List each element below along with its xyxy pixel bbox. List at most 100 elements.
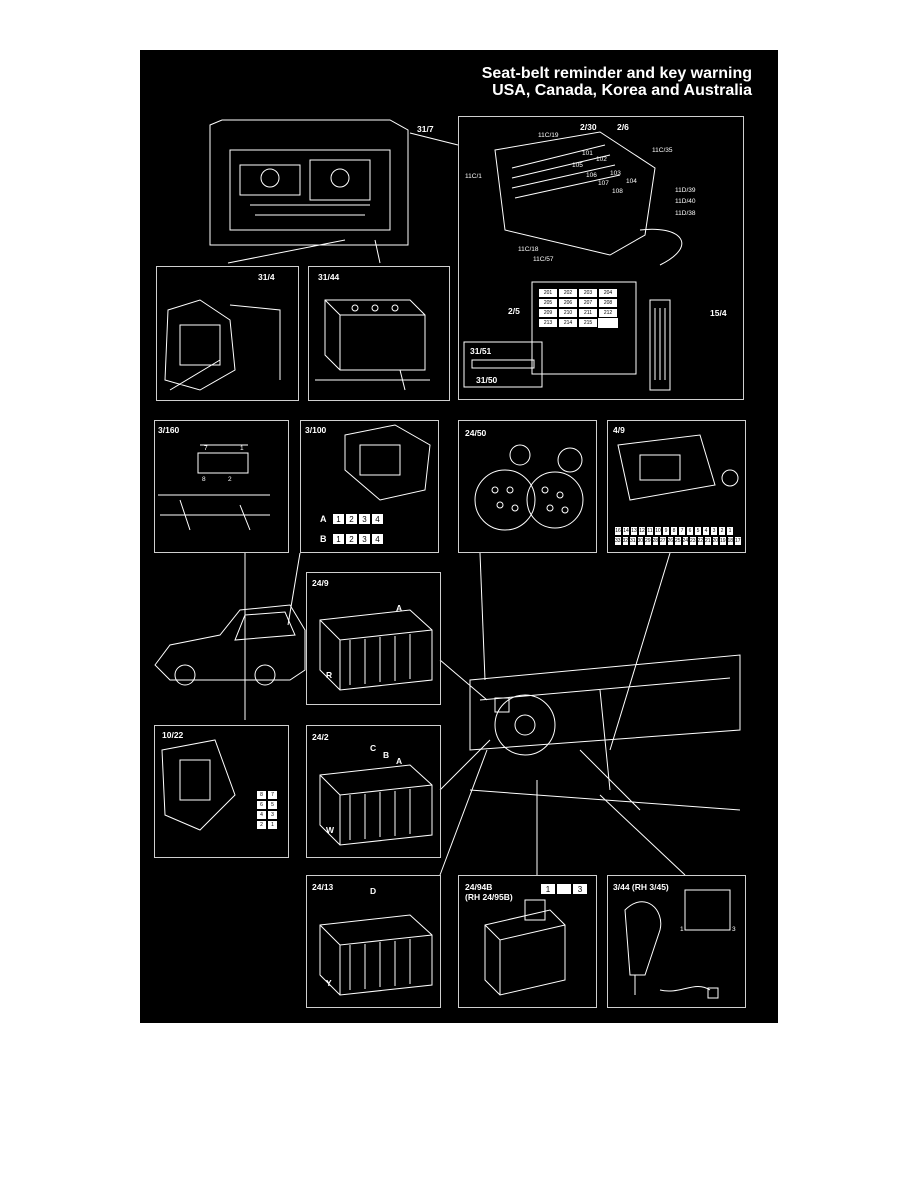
pin-cell: 8 bbox=[670, 526, 678, 536]
leader-dash-3-44 bbox=[599, 794, 686, 876]
letter-d: D bbox=[370, 886, 377, 896]
ref-3-160: 3/160 bbox=[158, 425, 180, 435]
letter-a: A bbox=[396, 603, 403, 613]
ref-31-7: 31/7 bbox=[417, 124, 434, 134]
pin-cell: 4 bbox=[256, 810, 267, 820]
ref-24-94b: 24/94B bbox=[465, 882, 493, 892]
pin-3-44-3: 3 bbox=[732, 926, 736, 933]
ref-24-9: 24/9 bbox=[312, 578, 329, 588]
fuse-cell: 205 bbox=[538, 298, 558, 308]
pin-8: 8 bbox=[202, 476, 206, 483]
pin-cell: 31 bbox=[629, 536, 637, 546]
pin-cell: 32 bbox=[621, 536, 629, 546]
relay-103: 103 bbox=[610, 170, 621, 177]
ref-11c-19: 11C/19 bbox=[538, 132, 559, 139]
pin-cell: 29 bbox=[644, 536, 652, 546]
fuse-cell: 215 bbox=[578, 318, 598, 328]
relay-108: 108 bbox=[612, 188, 623, 195]
fuse-cell: 207 bbox=[578, 298, 598, 308]
pin-cell: 24 bbox=[681, 536, 689, 546]
fuse-cell: 203 bbox=[578, 288, 598, 298]
ref-31-50: 31/50 bbox=[476, 375, 498, 385]
letter-y: Y bbox=[326, 978, 332, 988]
pin-cell: 7 bbox=[267, 790, 278, 800]
ref-4-9: 4/9 bbox=[613, 425, 625, 435]
diagram-subtitle: USA, Canada, Korea and Australia bbox=[492, 82, 752, 99]
pin-cell: 7 bbox=[678, 526, 686, 536]
fuse-cell: 211 bbox=[578, 308, 598, 318]
pin-b-3: 3 bbox=[358, 533, 371, 545]
relay-105: 105 bbox=[572, 162, 583, 169]
ref-11d-39: 11D/39 bbox=[675, 187, 696, 194]
relay-106: 106 bbox=[586, 172, 597, 179]
ref-31-44: 31/44 bbox=[318, 272, 340, 282]
leader-dash-24-13 bbox=[439, 749, 488, 876]
fuse-cell: 213 bbox=[538, 318, 558, 328]
pin-cell: 5 bbox=[267, 800, 278, 810]
leader-dash-24-2 bbox=[439, 739, 491, 791]
leader-engine-31-4 bbox=[227, 239, 346, 264]
panel-24-94b bbox=[458, 875, 597, 1008]
ref-2-5: 2/5 bbox=[508, 306, 520, 316]
ref-24-50: 24/50 bbox=[465, 428, 487, 438]
diagram-title: Seat-belt reminder and key warning bbox=[481, 65, 752, 82]
pin-a-1: 1 bbox=[332, 513, 345, 525]
pin-7: 7 bbox=[204, 445, 208, 452]
car-illustration bbox=[154, 604, 306, 686]
ref-11c-1: 11C/1 bbox=[465, 173, 482, 180]
ref-10-22: 10/22 bbox=[162, 730, 184, 740]
ref-31-51: 31/51 bbox=[470, 346, 492, 356]
engine-bay-illustration bbox=[209, 119, 409, 246]
pin-a-2: 2 bbox=[345, 513, 358, 525]
pin-cell: 10 bbox=[654, 526, 662, 536]
relay-107: 107 bbox=[598, 180, 609, 187]
panel-24-9 bbox=[306, 572, 441, 705]
pin-b-4: 4 bbox=[371, 533, 384, 545]
pin-cell: 1 bbox=[726, 526, 734, 536]
pin-cell: 19 bbox=[719, 536, 727, 546]
panel-10-22 bbox=[154, 725, 289, 858]
leader-engine-fusebox bbox=[409, 132, 459, 146]
fuse-cell: 201 bbox=[538, 288, 558, 298]
pin-cell: 13 bbox=[630, 526, 638, 536]
dashboard-illustration bbox=[469, 654, 741, 811]
letter-r: R bbox=[326, 670, 333, 680]
panel-3-100 bbox=[300, 420, 439, 553]
row-a-label: A bbox=[320, 514, 327, 524]
row-b-label: B bbox=[320, 534, 327, 544]
ref-15-4: 15/4 bbox=[710, 308, 727, 318]
ref-24-95b: (RH 24/95B) bbox=[465, 892, 513, 902]
ref-3-44: 3/44 (RH 3/45) bbox=[613, 882, 669, 892]
diagram-sheet: Seat-belt reminder and key warning USA, … bbox=[140, 50, 778, 1023]
pin-a-3: 3 bbox=[358, 513, 371, 525]
relay-101: 101 bbox=[582, 150, 593, 157]
leader-car-3-100 bbox=[287, 552, 301, 626]
pin-cell: 12 bbox=[638, 526, 646, 536]
fuse-cell: 214 bbox=[558, 318, 578, 328]
pin-cell: 14 bbox=[622, 526, 630, 536]
fuse-cell: 210 bbox=[558, 308, 578, 318]
fuse-cell: 206 bbox=[558, 298, 578, 308]
ref-11c-18: 11C/18 bbox=[518, 246, 539, 253]
fuse-cell: 209 bbox=[538, 308, 558, 318]
panel-24-13 bbox=[306, 875, 441, 1008]
pin-cell: 5 bbox=[694, 526, 702, 536]
pin-cell: 18 bbox=[726, 536, 734, 546]
panel-31-44 bbox=[308, 266, 450, 401]
panel-fuse-box bbox=[458, 116, 744, 400]
panel-24-2 bbox=[306, 725, 441, 858]
pin-3-44-1: 1 bbox=[680, 926, 684, 933]
pin-cell: 30 bbox=[636, 536, 644, 546]
pin-cell: 26 bbox=[666, 536, 674, 546]
ref-11d-40: 11D/40 bbox=[675, 198, 696, 205]
pin-cell: 4 bbox=[702, 526, 710, 536]
seat-belt-buckle-illustration bbox=[624, 889, 731, 999]
pin-cell: 11 bbox=[646, 526, 654, 536]
ref-11c-57: 11C/57 bbox=[533, 256, 554, 263]
pin-cell: 27 bbox=[659, 536, 667, 546]
pin-cell: 1 bbox=[267, 820, 278, 830]
fuse-cell: 202 bbox=[558, 288, 578, 298]
pin-cell: 3 bbox=[710, 526, 718, 536]
